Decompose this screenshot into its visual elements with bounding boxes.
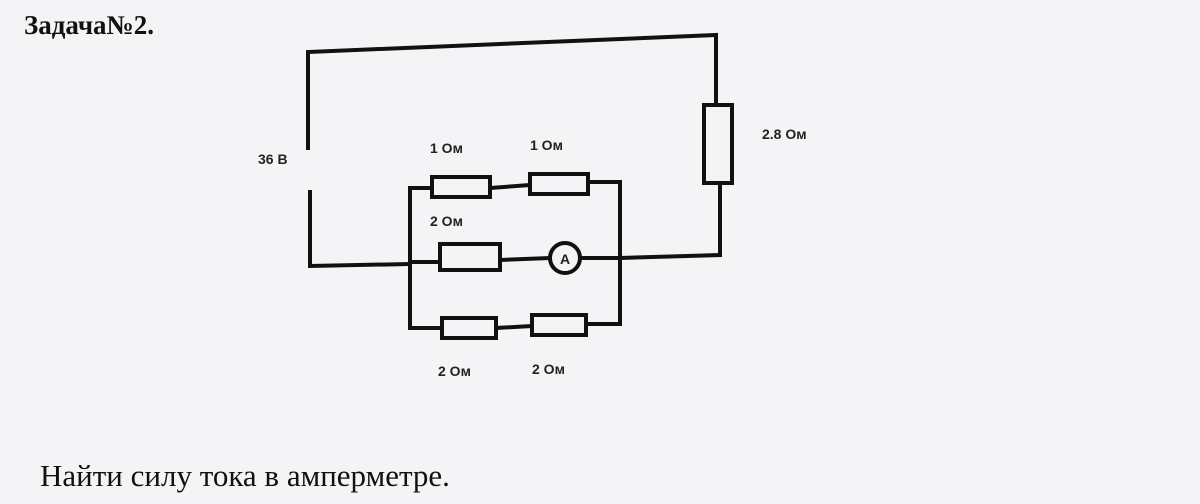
wire-middle-right	[499, 256, 551, 262]
label-bottom-1: 2 Ом	[438, 363, 471, 379]
resistor-bottom-2	[530, 313, 588, 337]
wire-top	[306, 32, 718, 150]
label-middle: 2 Ом	[430, 213, 463, 229]
label-top-1: 1 Ом	[430, 140, 463, 156]
ammeter-icon	[548, 241, 582, 275]
label-bottom-2: 2 Ом	[532, 361, 565, 377]
wire-bottom-branch	[495, 324, 533, 330]
wire-parallel-left	[408, 186, 442, 330]
wire-right	[619, 183, 722, 260]
task-question: Найти силу тока в амперметре.	[40, 458, 450, 493]
wire-parallel-right	[586, 180, 622, 326]
wire-top-branch	[489, 183, 531, 190]
resistor-top-2	[528, 172, 590, 196]
wire-left-lower	[308, 190, 411, 269]
ammeter-symbol: A	[560, 251, 570, 267]
label-2-8: 2.8 Ом	[762, 126, 807, 142]
resistor-middle	[438, 242, 502, 272]
problem-title: Задача№2.	[24, 10, 154, 40]
label-top-2: 1 Ом	[530, 137, 563, 153]
resistor-top-1	[430, 175, 492, 199]
resistor-bottom-1	[440, 316, 498, 340]
source-label: 36 В	[258, 151, 288, 167]
resistor-2-8	[702, 103, 734, 185]
